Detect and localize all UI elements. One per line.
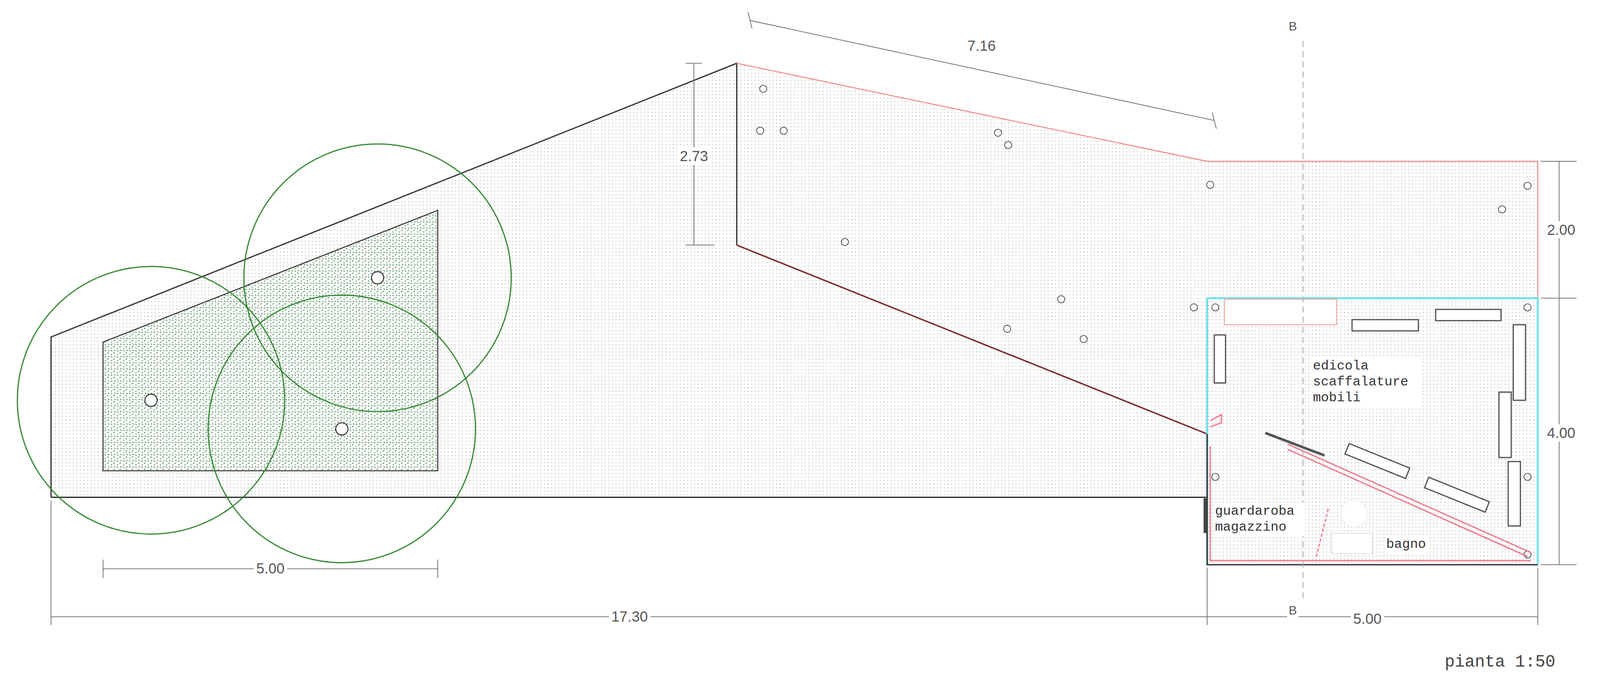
room-label: guardaroba magazzino — [1213, 502, 1306, 536]
dimension: 5.00 — [253, 559, 288, 578]
dimension: 7.16 — [965, 37, 999, 55]
tree-trunk — [144, 271, 384, 435]
partition — [1210, 414, 1531, 561]
kiosk-floor — [1207, 297, 1538, 565]
drawing-title: pianta 1:50 — [1444, 651, 1556, 673]
boundary-line — [736, 63, 1538, 298]
plaza-edge — [51, 496, 1208, 498]
dimension-line — [51, 12, 1577, 625]
sliding-door — [1265, 432, 1325, 456]
dimension: 5.00 — [1350, 609, 1385, 628]
kiosk-wall — [1207, 297, 1538, 565]
ramp-edge — [736, 244, 1208, 434]
section-mark: B — [1287, 18, 1300, 34]
toilet — [1340, 499, 1368, 527]
dimension: 4.00 — [1544, 424, 1578, 442]
counter — [1224, 299, 1337, 325]
plaza-edge — [51, 63, 737, 497]
room-label: bagno — [1384, 535, 1428, 553]
room-label: edicola scaffalature mobili — [1311, 356, 1421, 407]
door — [1203, 498, 1207, 534]
shelf — [1214, 309, 1526, 526]
section-mark: B — [1287, 602, 1300, 618]
dimension: 2.73 — [676, 147, 711, 166]
dimension: 2.00 — [1544, 221, 1578, 239]
kiosk-wall — [1207, 433, 1538, 565]
sink — [1331, 532, 1373, 553]
tree-canopy — [17, 143, 511, 563]
dimension: 17.30 — [608, 607, 651, 626]
